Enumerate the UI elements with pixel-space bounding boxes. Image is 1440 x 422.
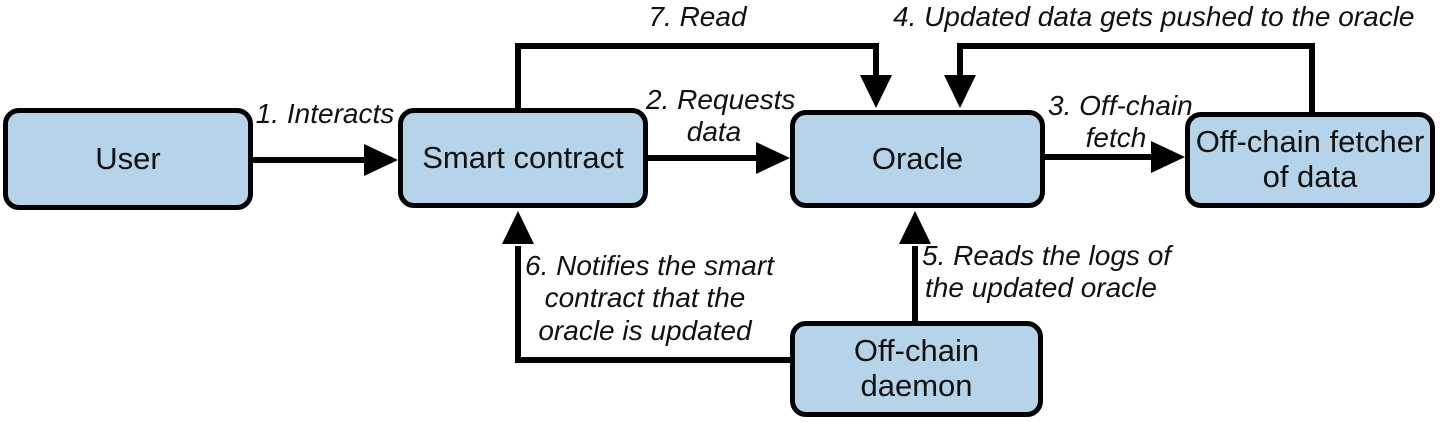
node-oracle: Oracle	[790, 110, 1045, 208]
node-off-chain-daemon-label-line2: daemon	[860, 368, 973, 403]
arrow-6-line	[515, 246, 792, 363]
arrow-5-head	[899, 211, 931, 244]
node-user: User	[3, 108, 253, 210]
node-smart-contract-label: Smart contract	[422, 139, 624, 175]
edge-label-6-notifies-smart-contract: 6. Notifies the smart contract that the …	[525, 250, 774, 346]
edge-label-2-requests-data: 2. Requests data	[646, 84, 796, 148]
node-smart-contract: Smart contract	[398, 108, 648, 208]
edge-label-7-read: 7. Read	[648, 1, 747, 32]
node-off-chain-fetcher: Off-chain fetcher of data	[1185, 112, 1435, 208]
arrow-7-head	[860, 75, 892, 108]
arrow-3-head	[1151, 141, 1185, 173]
node-off-chain-daemon: Off-chain daemon	[790, 321, 1043, 417]
edge-label-4-updated-data-pushed: 4. Updated data gets pushed to the oracl…	[893, 1, 1415, 32]
arrow-7-line	[515, 43, 879, 108]
node-off-chain-fetcher-label-line1: Off-chain fetcher	[1195, 124, 1425, 160]
edge-label-1-interacts: 1. Interacts	[255, 98, 395, 129]
arrow-2-head	[756, 142, 790, 174]
arrow-1-head	[364, 144, 398, 176]
arrow-6-head	[502, 211, 534, 244]
arrow-4-head	[944, 75, 976, 108]
edge-label-5-reads-logs: 5. Reads the logs of the updated oracle	[922, 240, 1172, 304]
arrow-4-line	[957, 43, 1315, 113]
node-off-chain-daemon-label-line1: Off-chain	[853, 333, 980, 369]
node-user-label: User	[95, 140, 161, 176]
node-oracle-label: Oracle	[871, 140, 964, 176]
node-off-chain-fetcher-label-line2: of data	[1262, 159, 1358, 194]
edge-label-3-off-chain-fetch: 3. Off-chain fetch	[1048, 90, 1193, 154]
